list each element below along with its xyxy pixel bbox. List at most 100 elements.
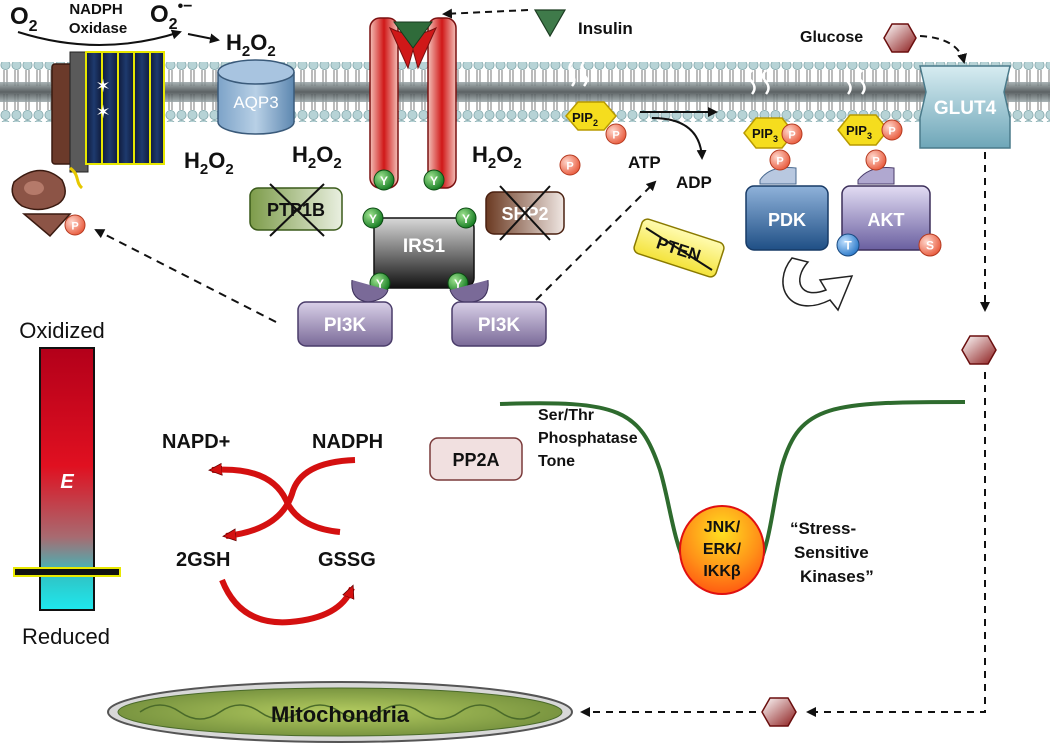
svg-text:T: T <box>844 239 852 253</box>
svg-text:Y: Y <box>376 277 384 291</box>
nadph-oxidase-label-2: Oxidase <box>69 20 127 37</box>
glucose-to-mitochondria-arrow <box>806 372 986 717</box>
akt-threonine: T <box>836 233 860 257</box>
nadph-oxidase-label-1: NADPH <box>69 1 122 18</box>
glucose-label: Glucose <box>800 29 863 46</box>
redox-level-marker <box>13 567 121 577</box>
svg-text:P: P <box>788 130 795 142</box>
nadph-to-gsh-arrow <box>226 457 356 536</box>
svg-text:PIP3: PIP3 <box>752 126 778 144</box>
pp2a: PP2A <box>429 437 523 481</box>
glucose-hexagon-icon <box>883 23 917 53</box>
superoxide-label: O2•− <box>150 0 193 33</box>
pi3k-to-oxidase-arrow <box>94 229 277 323</box>
pdk-label: PDK <box>768 210 806 230</box>
svg-text:P: P <box>776 156 783 168</box>
pdk-activates-akt-arrow <box>782 257 854 312</box>
irs1-label: IRS1 <box>403 236 446 257</box>
pten: PTEN <box>633 218 725 278</box>
mitochondria: Mitochondria <box>107 681 573 743</box>
atp-label: ATP <box>628 153 661 172</box>
svg-text:Y: Y <box>462 212 470 226</box>
pip2-phospho: P <box>605 123 627 145</box>
glucose-hexagon-icon <box>761 697 797 727</box>
insulin-receptor <box>369 17 457 189</box>
irs1-tyrosine: Y <box>362 207 384 229</box>
insulin-binding-arrow <box>442 8 529 19</box>
nadph-phospho: P <box>64 214 86 236</box>
atp-to-adp-arrow <box>651 117 707 160</box>
pip2-phospho: P <box>559 154 581 176</box>
insulin-label: Insulin <box>578 19 633 38</box>
ptp1b: PTP1B <box>249 183 343 237</box>
heme-star-icon: ✶ <box>95 102 110 122</box>
svg-text:P: P <box>566 161 573 173</box>
svg-text:Y: Y <box>430 174 438 188</box>
irs1: IRS1 <box>373 217 475 289</box>
redox-potential-bar <box>39 347 95 611</box>
svg-text:P: P <box>888 126 895 138</box>
napd-plus-label: NAPD+ <box>162 431 230 453</box>
nadph-oxidase: ✶ ✶ <box>11 51 165 238</box>
adp-label: ADP <box>676 173 712 192</box>
pi3k-label: PI3K <box>324 315 367 336</box>
reduced-label: Reduced <box>22 624 110 649</box>
glut4-label: GLUT4 <box>934 98 997 119</box>
gsh-to-gssg-arrow <box>219 578 355 626</box>
svg-text:S: S <box>926 239 934 253</box>
h2o2-label-inside-3: H2O2 <box>472 142 522 172</box>
stress-kinases: JNK/ ERK/ IKKβ <box>679 505 765 595</box>
h2o2-label-outside: H2O2 <box>226 30 276 60</box>
shp2: SHP2 <box>485 185 565 241</box>
stress-kinases-label-2: Sensitive <box>794 543 869 562</box>
irs1-tyrosine: Y <box>455 207 477 229</box>
glut4: GLUT4 <box>919 65 1011 149</box>
receptor-tyrosine: Y <box>373 169 395 191</box>
pip3-pdk: PIP3 PDK <box>743 69 829 251</box>
gssg-to-napd-arrow <box>212 470 341 535</box>
svg-text:P: P <box>872 156 879 168</box>
h2o2-label-inside-2: H2O2 <box>292 142 342 172</box>
nadph-label: NADPH <box>312 431 383 453</box>
svg-text:P: P <box>612 130 619 142</box>
jnk-label: JNK/ <box>704 519 741 536</box>
pip3-phospho: P <box>781 123 803 145</box>
pten-inhibited-cross <box>645 227 713 271</box>
oxidized-label: Oxidized <box>19 318 105 343</box>
ptp1b-inhibited-cross <box>269 183 325 237</box>
svg-text:PIP3: PIP3 <box>846 123 872 141</box>
phosphatase-tone-label-3: Tone <box>538 453 575 470</box>
receptor-tyrosine: Y <box>423 169 445 191</box>
svg-text:Y: Y <box>369 212 377 226</box>
pip2: PIP2 <box>565 61 617 131</box>
svg-text:P: P <box>71 221 78 233</box>
pi3k-label: PI3K <box>478 315 521 336</box>
glucose-hexagon-icon <box>961 335 997 365</box>
erk-label: ERK/ <box>703 541 742 558</box>
pi3k-left: PI3K <box>297 279 393 347</box>
redox-e-label: E <box>60 471 74 493</box>
gssg-label: GSSG <box>318 549 376 571</box>
ikkb-label: IKKβ <box>703 563 741 580</box>
pip3-phospho: P <box>865 149 887 171</box>
akt-label: AKT <box>868 210 905 230</box>
shp2-inhibited-cross <box>499 185 551 241</box>
mitochondria-label: Mitochondria <box>271 702 410 727</box>
pip3-akt: PIP3 AKT <box>837 69 931 251</box>
pp2a-label: PP2A <box>452 450 499 470</box>
glucose-uptake-arrow <box>919 35 967 64</box>
o2-label: O2 <box>10 3 38 35</box>
pi3k-right: PI3K <box>449 279 547 347</box>
oxidase-reaction-arrow <box>17 29 182 46</box>
phosphatase-tone-label-2: Phosphatase <box>538 430 638 447</box>
stress-kinases-label-1: “Stress- <box>790 519 856 538</box>
aqp3-channel: AQP3 <box>217 59 295 135</box>
aqp3-label: AQP3 <box>233 93 278 112</box>
svg-text:Y: Y <box>380 174 388 188</box>
heme-star-icon: ✶ <box>95 76 110 96</box>
pip3-phospho: P <box>769 149 791 171</box>
insulin-triangle-icon <box>533 9 567 38</box>
gsh-label: 2GSH <box>176 549 230 571</box>
dismutation-arrow <box>187 33 220 44</box>
